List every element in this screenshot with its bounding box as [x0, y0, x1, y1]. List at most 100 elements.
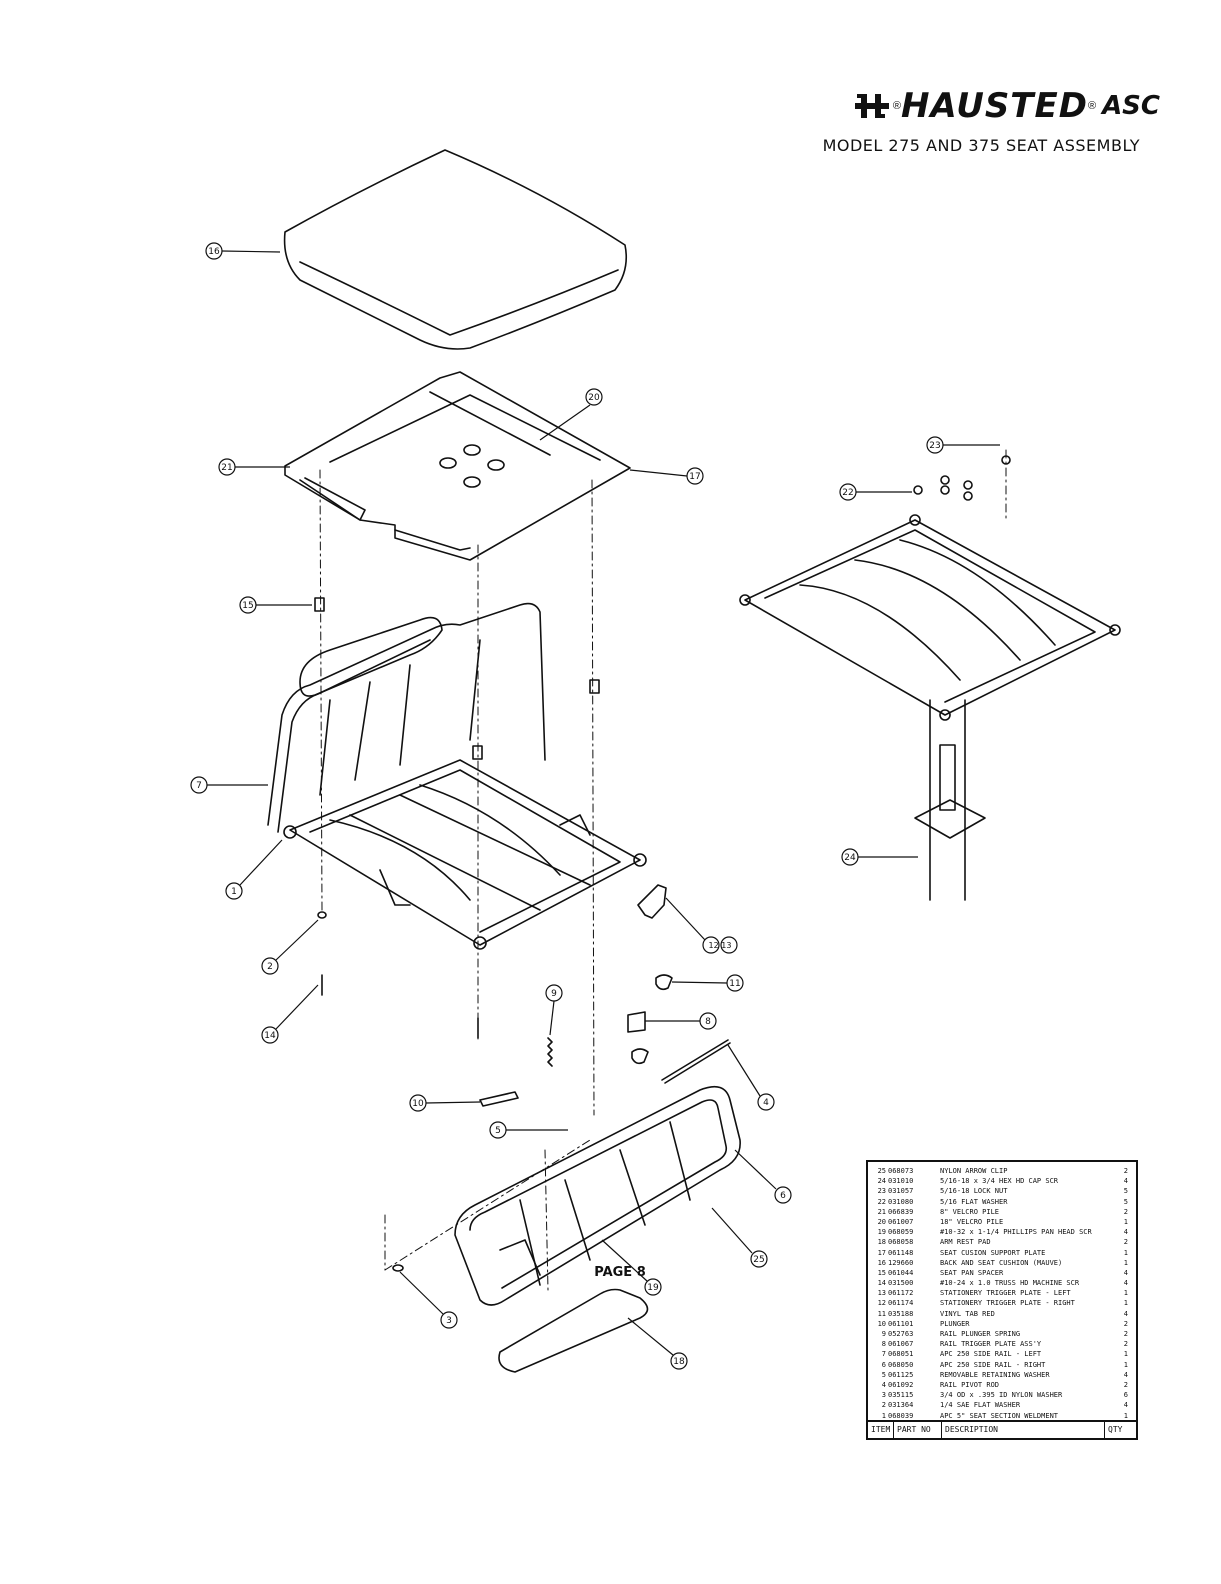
- callout-label-25: 25: [753, 1255, 764, 1265]
- part-qty: 5: [1123, 1187, 1128, 1196]
- callout-label-10: 10: [412, 1099, 424, 1109]
- seat-pan-spacer: [314, 597, 325, 612]
- part-item: 14: [877, 1279, 886, 1288]
- part-description: RAIL PLUNGER SPRING: [940, 1330, 1021, 1338]
- part-number: 061007: [888, 1217, 914, 1226]
- part-number: 061148: [888, 1248, 914, 1257]
- header-item: ITEM: [868, 1422, 894, 1438]
- part-qty: 4: [1123, 1268, 1128, 1277]
- part-qty: 1: [1123, 1411, 1128, 1420]
- callout-label-4: 4: [763, 1098, 769, 1108]
- callout-label-17: 17: [689, 472, 700, 482]
- callout-label-1: 1: [231, 887, 237, 897]
- part-qty: 6: [1123, 1391, 1128, 1400]
- callout-23: [926, 436, 1000, 454]
- part-item: 18: [877, 1238, 886, 1247]
- callout-16: [205, 242, 281, 260]
- callout-label-7: 7: [196, 781, 202, 791]
- part-item: 1: [881, 1411, 886, 1420]
- part-description: NYLON ARROW CLIP: [940, 1167, 1008, 1175]
- part-description: SEAT PAN SPACER: [940, 1268, 1004, 1277]
- part-description: 5/16-18 x 3/4 HEX HD CAP SCR: [940, 1177, 1059, 1186]
- callout-label-11: 11: [729, 979, 740, 989]
- part-qty: 2: [1123, 1167, 1128, 1175]
- callout-label-24: 24: [844, 853, 856, 863]
- callouts: [190, 242, 1000, 1370]
- part-qty: 2: [1123, 1207, 1128, 1216]
- seat-section-weldment: [283, 759, 647, 950]
- part-item: 13: [877, 1289, 886, 1298]
- callout-label-16: 16: [208, 247, 220, 257]
- part-qty: 1: [1123, 1360, 1128, 1369]
- part-description: RAIL PIVOT ROD: [940, 1380, 1000, 1389]
- hausted-logo-icon: [854, 94, 889, 118]
- registered-mark-2: ®: [1087, 100, 1097, 112]
- callout-18: [627, 1317, 688, 1370]
- part-description: 5/16 FLAT WASHER: [940, 1197, 1008, 1206]
- part-item: 8: [881, 1340, 886, 1349]
- part-item: 23: [877, 1187, 886, 1196]
- callout-21: [218, 458, 290, 476]
- part-number: 061125: [888, 1370, 914, 1379]
- part-item: 22: [877, 1197, 886, 1206]
- part-number: 068058: [888, 1238, 914, 1247]
- seat-cushion: [283, 149, 628, 350]
- part-number: 031500: [888, 1279, 914, 1288]
- part-item: 19: [877, 1228, 886, 1237]
- part-number: 068039: [888, 1411, 914, 1420]
- part-qty: 1: [1123, 1299, 1128, 1308]
- part-qty: 1: [1123, 1350, 1128, 1359]
- part-description: 8" VELCRO PILE: [940, 1207, 1000, 1216]
- part-qty: 1: [1123, 1217, 1128, 1226]
- brand-logo: ® HAUSTED ® ASC: [780, 86, 1160, 126]
- part-number: 052763: [888, 1330, 914, 1338]
- part-number: 068073: [888, 1167, 914, 1175]
- part-number: 061174: [888, 1299, 914, 1308]
- callout-15: [239, 596, 312, 614]
- side-rail-left: [267, 602, 546, 833]
- part-number: 068050: [888, 1360, 914, 1369]
- part-number: 031010: [888, 1177, 914, 1186]
- part-qty: 1: [1123, 1289, 1128, 1298]
- callout-2: [261, 919, 319, 975]
- part-item: 4: [881, 1380, 886, 1389]
- part-qty: 2: [1123, 1340, 1128, 1349]
- brand-name: HAUSTED: [900, 86, 1088, 126]
- part-qty: 2: [1123, 1380, 1128, 1389]
- part-description: APC 250 SIDE RAIL - RIGHT: [940, 1360, 1046, 1369]
- part-description: ARM REST PAD: [940, 1238, 991, 1247]
- part-number: 031080: [888, 1197, 914, 1206]
- part-qty: 4: [1123, 1228, 1128, 1237]
- part-description: 1/4 SAE FLAT WASHER: [940, 1401, 1021, 1410]
- part-description: BACK AND SEAT CUSHION (MAUVE): [940, 1258, 1063, 1267]
- part-item: 21: [877, 1207, 886, 1216]
- part-description: SEAT CUSION SUPPORT PLATE: [940, 1248, 1046, 1257]
- part-number: 061172: [888, 1289, 914, 1298]
- callout-1: [225, 839, 283, 900]
- callout-4: [727, 1044, 775, 1111]
- hardware-stack: [913, 455, 1011, 501]
- callout-label-23: 23: [929, 441, 940, 451]
- callout-6: [734, 1149, 792, 1204]
- callout-22: [839, 483, 912, 501]
- part-item: 16: [877, 1258, 886, 1267]
- header: ® HAUSTED ® ASC MODEL 275 AND 375 SEAT A…: [780, 86, 1160, 155]
